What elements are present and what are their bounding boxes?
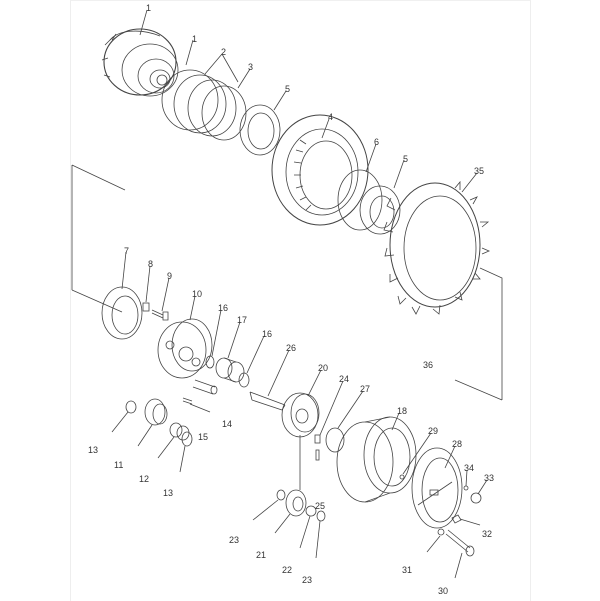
part-o-ring-6 (337, 169, 383, 231)
callout-c5b: 5 (403, 154, 409, 164)
part-shaft-14 (182, 379, 218, 405)
callout-c26: 26 (286, 343, 297, 353)
part-washer-31 (437, 528, 445, 536)
callout-c29: 29 (428, 426, 439, 436)
part-pin-small (315, 449, 320, 461)
part-plug-32 (451, 514, 462, 524)
part-washer-13 (125, 400, 137, 414)
part-pin-8 (142, 302, 150, 312)
callout-c35: 35 (474, 166, 485, 176)
part-pin-24 (314, 434, 321, 444)
callout-c1b: 1 (192, 34, 198, 44)
callout-c25: 25 (315, 501, 326, 511)
part-planet-gear-11 (144, 398, 168, 426)
part-ring-drum-18 (336, 416, 417, 503)
part-planet-carrier (157, 318, 213, 379)
callout-c8: 8 (148, 259, 154, 269)
callout-c7: 7 (124, 246, 130, 256)
part-washer-23a (276, 489, 286, 501)
callout-c32: 32 (482, 529, 493, 539)
part-washer-23b (316, 510, 326, 522)
callout-c30: 30 (438, 586, 449, 596)
callout-c16: 16 (218, 303, 229, 313)
part-bearing-5 (359, 185, 401, 235)
callout-c21: 21 (256, 550, 267, 560)
part-plug-33 (470, 492, 482, 504)
callout-c12: 12 (139, 474, 150, 484)
part-planet-gear-17 (215, 357, 245, 383)
part-washer-16 (205, 355, 215, 369)
part-cover-28 (411, 447, 463, 529)
leader-lines-top (139, 9, 194, 66)
callout-c23b: 23 (302, 575, 313, 585)
callout-c3: 3 (248, 62, 254, 72)
part-spacer-ring-5 (239, 104, 281, 156)
part-ring-gear-hub (271, 114, 369, 226)
callout-c23a: 23 (229, 535, 240, 545)
bracket-right (454, 267, 503, 401)
callout-c6: 6 (374, 137, 380, 147)
callout-c13b: 13 (163, 488, 174, 498)
part-carrier-20 (281, 392, 320, 438)
callout-c10: 10 (192, 289, 203, 299)
part-sprocket (383, 180, 491, 315)
part-ring-set (161, 69, 247, 141)
part-needle-bearing-12 (169, 422, 190, 441)
callout-c9: 9 (167, 271, 173, 281)
part-bolt-9 (151, 309, 169, 321)
callout-c33: 33 (484, 473, 495, 483)
callout-c31: 31 (402, 565, 413, 575)
callout-c11: 11 (114, 460, 124, 470)
part-sun-shaft-26 (249, 391, 286, 411)
callout-c16b: 16 (262, 329, 273, 339)
callout-c24: 24 (339, 374, 350, 384)
callout-c5a: 5 (285, 84, 291, 94)
callout-c28: 28 (452, 439, 463, 449)
callout-c34: 34 (464, 463, 475, 473)
part-thrust-washer-27 (325, 427, 345, 453)
part-pin-34 (463, 485, 469, 491)
diagram-frame (70, 0, 531, 601)
part-ring-16b (238, 372, 250, 388)
bracket-left (71, 164, 126, 313)
part-motor-housing (101, 28, 179, 97)
callout-c14: 14 (222, 419, 233, 429)
callout-c18: 18 (397, 406, 408, 416)
part-thrust-plate (101, 286, 143, 340)
callout-c36: 36 (423, 360, 434, 370)
callout-c22: 22 (282, 565, 293, 575)
callout-c27: 27 (360, 384, 371, 394)
callout-c2: 2 (221, 47, 227, 57)
part-bearing-21 (285, 489, 307, 517)
part-plug-29 (399, 474, 405, 480)
callout-c1: 1 (146, 3, 152, 13)
callout-c4: 4 (328, 112, 334, 122)
part-bolt-30 (445, 529, 475, 557)
callout-c20: 20 (318, 363, 329, 373)
callout-c17: 17 (237, 315, 248, 325)
part-washer-15 (181, 431, 193, 447)
callout-c13a: 13 (88, 445, 99, 455)
callout-c15: 15 (198, 432, 209, 442)
part-collar-25 (305, 505, 317, 517)
